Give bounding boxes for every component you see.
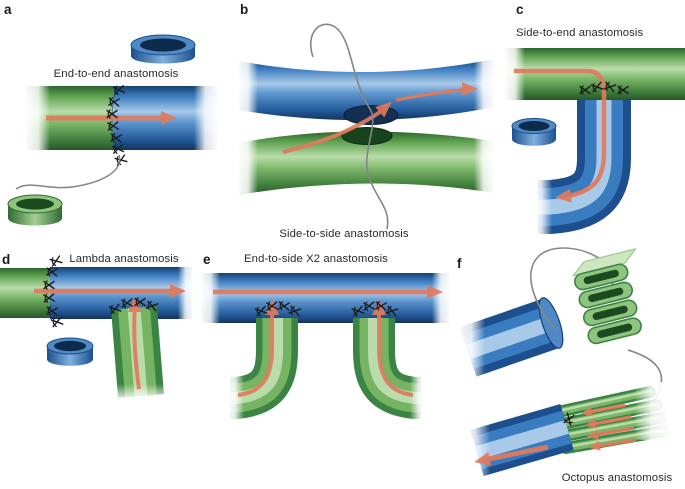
panel-a: a End-to-end anastomosis [4,2,219,226]
panel-letter: b [240,2,248,17]
panel-label: End-to-side X2 anastomosis [244,253,388,265]
vessel-ring-green [7,194,63,226]
flow-arrow [514,68,607,203]
vessel-ring-blue [130,34,196,64]
blue-vessel [239,59,494,121]
vessel-opening [54,340,86,352]
panel-label: End-to-end anastomosis [54,68,179,80]
vessel-opening [518,121,550,131]
vessel-fade [634,382,672,440]
panel-letter: c [516,2,524,17]
panel-letter: e [203,252,211,267]
blue-vessel [202,273,450,323]
vessel-opening [588,287,624,303]
panel-d: d Lambda anastomosis [0,252,195,401]
panel-e: e End-to-side X2 anastomosis [199,252,451,422]
vessel-fade [24,84,50,152]
vessel-fade [503,46,525,102]
vessel-fade [474,52,495,202]
vessel-fade [528,178,552,236]
vessel-fade [432,271,451,325]
vessel-fade [456,424,490,480]
vessel-opening [583,269,619,285]
panel-f: f Octopus anastomosis [455,247,673,484]
vessel-fade [410,374,430,422]
blue-vessel-main [470,403,574,477]
vessel-fade [178,265,195,321]
panel-letter: f [457,256,462,271]
suture-thread [310,23,389,230]
panel-c: c Side-to-end anastomosis [503,2,685,236]
vessel-opening-blue [343,105,399,125]
flow-arrow [372,299,414,397]
green-graft-stack [571,248,642,345]
vessel-opening-green [341,127,393,145]
panel-letter: d [2,252,10,267]
flow-arrow [237,299,279,397]
panel-label: Side-to-end anastomosis [516,27,644,39]
vessel-opening [140,38,186,52]
vessel-ring-blue [511,118,557,146]
vessel-opening [592,305,628,321]
vessel-opening [597,323,633,338]
vessel-fade [106,384,176,401]
flow-arrows [474,403,637,466]
vessel-opening [16,198,54,210]
vessel-fade [224,374,244,422]
flow-arrow [282,101,392,154]
panel-label: Octopus anastomosis [562,472,673,484]
vessel-fade [194,84,219,152]
panel-label: Lambda anastomosis [69,253,178,265]
vessel-fade [199,271,220,325]
vessel-fade [455,316,485,380]
vessel-fade [236,52,258,202]
panel-b: b Side-to-side anastomosis [236,2,495,240]
flow-arrow [395,82,478,102]
panel-label: Side-to-side anastomosis [279,228,408,240]
suture-thread [15,154,121,190]
panel-letter: a [4,2,12,17]
vessel-ring-blue [46,337,94,366]
flow-arrow [128,296,142,390]
